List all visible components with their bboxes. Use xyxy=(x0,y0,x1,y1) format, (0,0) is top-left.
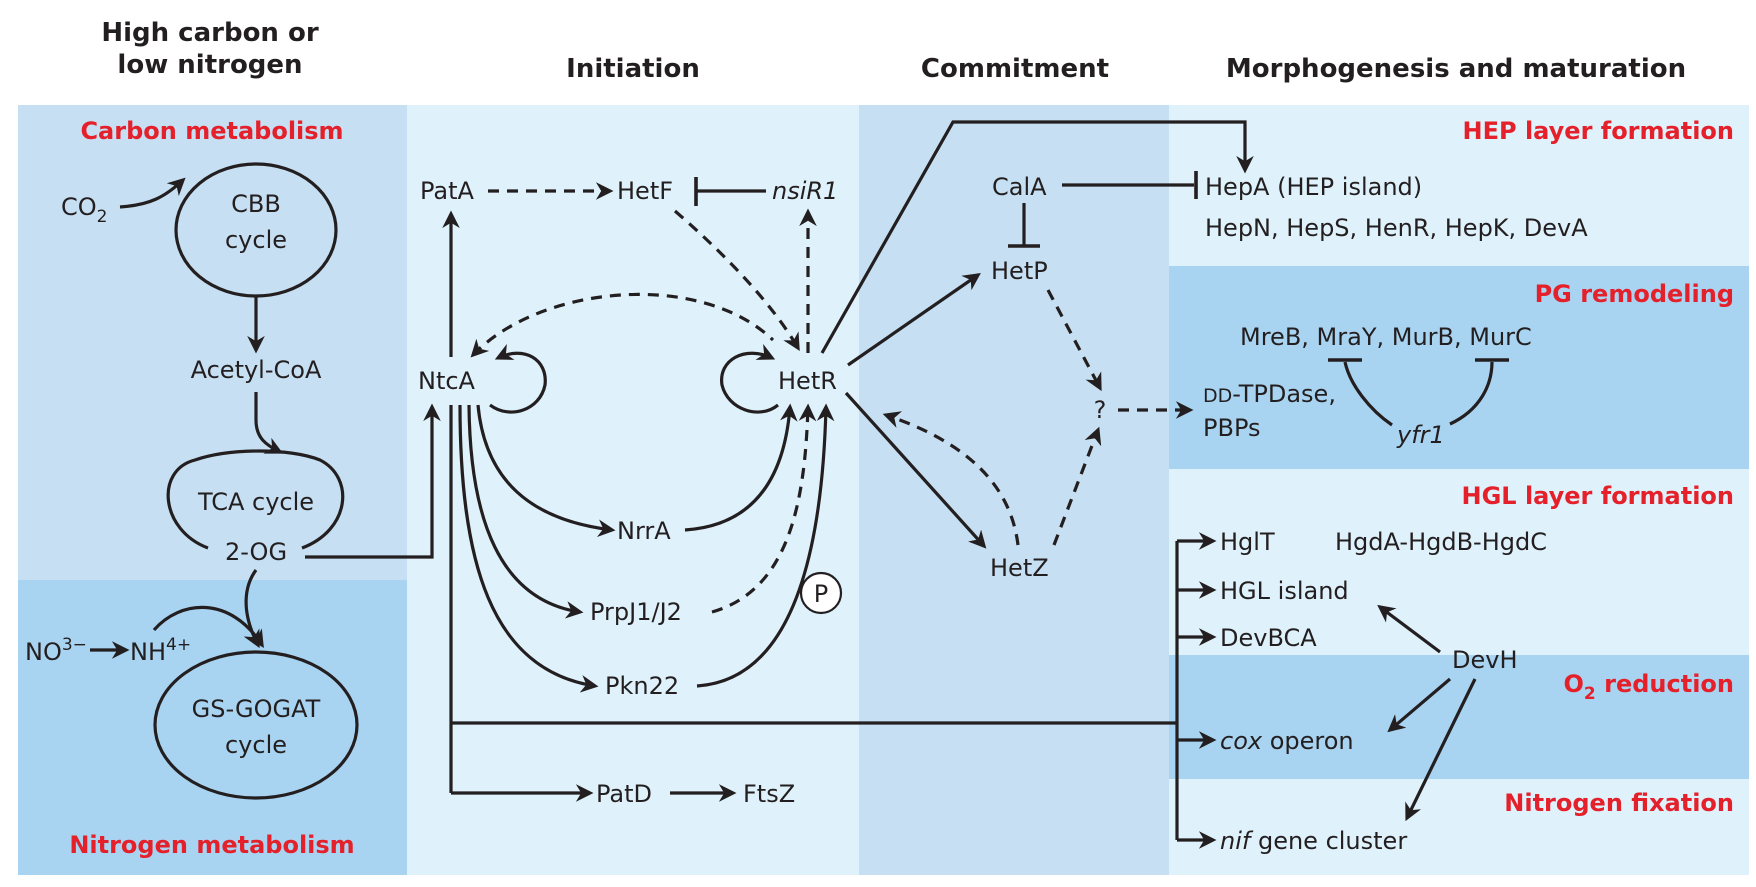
hetr-autoregulation-loop xyxy=(720,343,780,414)
arrow-hetf-to-hetr xyxy=(673,209,800,352)
arrow-ntca-to-nrra xyxy=(476,404,616,538)
arrow-hetr-to-hepa xyxy=(820,120,1254,354)
tca-cycle-label: TCA cycle xyxy=(197,488,314,516)
phosphorylation-label: P xyxy=(814,580,828,608)
node-hgd: HgdA-HgdB-HgdC xyxy=(1335,528,1547,556)
node-hetr: HetR xyxy=(778,367,837,395)
node-devh: DevH xyxy=(1452,646,1518,674)
section-hep-layer: HEP layer formation xyxy=(1463,117,1734,145)
header-morphogenesis: Morphogenesis and maturation xyxy=(1226,54,1686,84)
no3-label: NO3− xyxy=(25,635,87,666)
inhibit-yfr1-to-murc xyxy=(1449,361,1494,426)
node-yfr1: yfr1 xyxy=(1396,421,1445,449)
panel-hep-layer xyxy=(1169,105,1749,266)
node-hglt: HglT xyxy=(1220,528,1275,556)
arrow-devh-to-cox xyxy=(1387,677,1452,733)
node-pkn22: Pkn22 xyxy=(605,672,679,700)
tca-cycle-ellipse xyxy=(166,449,345,550)
panel-commitment xyxy=(859,105,1169,875)
node-hetf: HetF xyxy=(617,177,673,205)
two-og-label: 2-OG xyxy=(225,538,287,566)
node-nrra: NrrA xyxy=(617,517,671,545)
acetyl-coa-label: Acetyl-CoA xyxy=(191,356,322,384)
cbb-label-line1: CBB xyxy=(231,190,281,218)
node-nif-cluster: nif gene cluster xyxy=(1220,827,1407,855)
cbb-label-line2: cycle xyxy=(225,226,287,254)
arrow-hetz-to-hetr xyxy=(882,411,1020,546)
hep-genes: HepN, HepS, HenR, HepK, DevA xyxy=(1205,214,1588,242)
node-hetz: HetZ xyxy=(990,554,1049,582)
node-hgl-island: HGL island xyxy=(1220,577,1349,605)
node-unknown: ? xyxy=(1094,396,1107,424)
panel-hgl-layer xyxy=(1169,469,1749,655)
node-ftsz: FtsZ xyxy=(743,780,795,808)
arrow-devh-to-hgl-island xyxy=(1377,604,1441,654)
panel-nitrogen-metabolism xyxy=(18,580,407,875)
arrow-ntca-to-pkn22 xyxy=(458,404,599,693)
gs-gogat-ellipse xyxy=(153,650,359,800)
node-patd: PatD xyxy=(596,780,652,808)
header-conditions-line1: High carbon or xyxy=(101,18,319,48)
gs-gogat-label-line2: cycle xyxy=(225,731,287,759)
arrow-prpj-to-hetr xyxy=(711,403,817,614)
section-o2-reduction: O2 reduction xyxy=(1564,670,1734,704)
inhibit-yfr1-to-mray xyxy=(1343,361,1393,427)
node-prpj: PrpJ1/J2 xyxy=(590,598,682,626)
node-hetp: HetP xyxy=(991,257,1048,285)
arrow-devh-to-nif xyxy=(1405,678,1477,822)
arrow-2og-to-ntca xyxy=(305,403,441,559)
section-pg-remodeling: PG remodeling xyxy=(1535,280,1734,308)
node-hepa: HepA (HEP island) xyxy=(1205,173,1422,201)
node-cox-operon: cox operon xyxy=(1220,727,1354,755)
ntca-autoregulation-loop xyxy=(489,343,547,414)
phosphorylation-badge xyxy=(799,571,843,615)
gs-gogat-label-line1: GS-GOGAT xyxy=(192,695,321,723)
arrow-co2-to-cbb xyxy=(119,177,186,209)
arrow-ntca-to-prpj xyxy=(467,404,584,619)
dd-tpdase: DD-TPDase, xyxy=(1203,380,1336,408)
arrow-hetr-ntca-bidirectional xyxy=(470,292,775,358)
nh4-label: NH4+ xyxy=(130,635,191,666)
pg-genes: MreB, MraY, MurB, MurC xyxy=(1240,323,1532,351)
pbps: PBPs xyxy=(1203,414,1261,442)
arrow-nh4-to-gsgogat xyxy=(152,605,264,648)
panel-o2-reduction xyxy=(1169,655,1749,779)
section-nitrogen-metabolism: Nitrogen metabolism xyxy=(69,831,354,859)
node-devbca: DevBCA xyxy=(1220,624,1317,652)
arrow-hetr-to-hetz xyxy=(844,391,987,549)
section-carbon-metabolism: Carbon metabolism xyxy=(80,117,343,145)
node-cala: CalA xyxy=(992,173,1047,201)
header-initiation: Initiation xyxy=(566,54,700,84)
panel-nitrogen-fixation xyxy=(1169,779,1749,875)
section-nitrogen-fixation: Nitrogen fixation xyxy=(1504,789,1734,817)
header-commitment: Commitment xyxy=(921,54,1109,84)
node-nsir1: nsiR1 xyxy=(772,177,838,205)
node-ntca: NtcA xyxy=(418,367,476,395)
panel-pg-remodeling xyxy=(1169,266,1749,469)
section-hgl-layer: HGL layer formation xyxy=(1462,482,1734,510)
arrow-acetylcoa-to-tca xyxy=(254,392,284,454)
arrow-hetz-to-unknown xyxy=(1052,426,1102,546)
panel-initiation xyxy=(407,105,859,875)
arrow-nrra-to-hetr xyxy=(684,403,798,532)
arrow-hetr-to-hetp xyxy=(847,272,981,367)
header-conditions-line2: low nitrogen xyxy=(117,50,302,80)
arrow-pkn22-to-hetr xyxy=(696,403,835,688)
co2-label: CO2 xyxy=(61,193,107,227)
node-pata: PatA xyxy=(420,177,475,205)
